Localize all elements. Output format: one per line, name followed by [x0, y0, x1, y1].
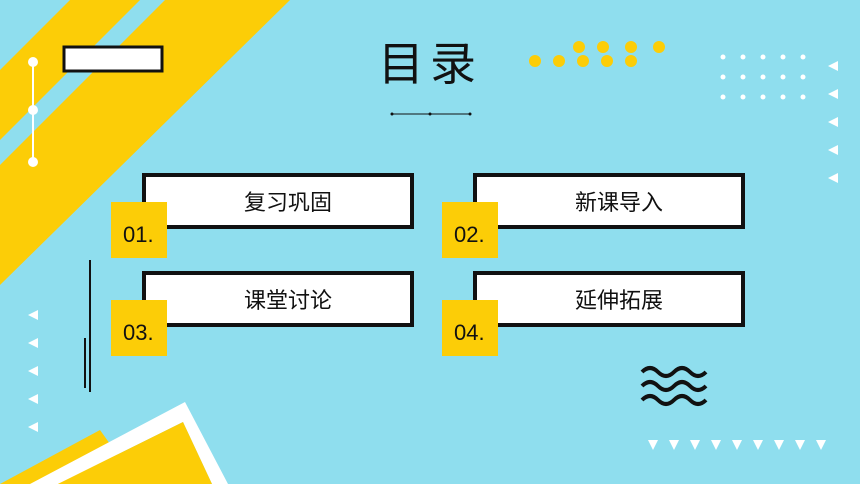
page-title: 目录 — [378, 37, 482, 91]
white-dot-grid — [720, 54, 806, 100]
title-ornament — [390, 112, 472, 116]
menu-card-3[interactable]: 课堂讨论 — [142, 271, 414, 327]
menu-number-1: 01. — [111, 202, 167, 258]
white-triangles-bottom — [648, 440, 826, 450]
white-triangles-left — [28, 310, 38, 432]
menu-card-1[interactable]: 复习巩固 — [142, 173, 414, 229]
outlined-rect — [62, 45, 164, 73]
white-triangles-right — [828, 61, 838, 183]
yellow-dots — [529, 41, 665, 67]
menu-card-4[interactable]: 延伸拓展 — [473, 271, 745, 327]
band-gap — [0, 0, 70, 70]
line-dot — [28, 105, 38, 115]
menu-card-2[interactable]: 新课导入 — [473, 173, 745, 229]
menu-number-2: 02. — [442, 202, 498, 258]
line-dot — [28, 157, 38, 167]
menu-number-4: 04. — [442, 300, 498, 356]
line-dot — [28, 57, 38, 67]
menu-card-label: 延伸拓展 — [574, 289, 663, 314]
menu-number-3: 03. — [111, 300, 167, 356]
band-stripe-gap — [0, 0, 165, 165]
menu-card-label: 新课导入 — [574, 191, 663, 216]
menu-card-label: 复习巩固 — [243, 191, 332, 216]
menu-card-label: 课堂讨论 — [243, 289, 332, 314]
wave-lines — [640, 366, 708, 406]
white-chevron — [30, 402, 228, 484]
yellow-chevron — [58, 422, 212, 484]
